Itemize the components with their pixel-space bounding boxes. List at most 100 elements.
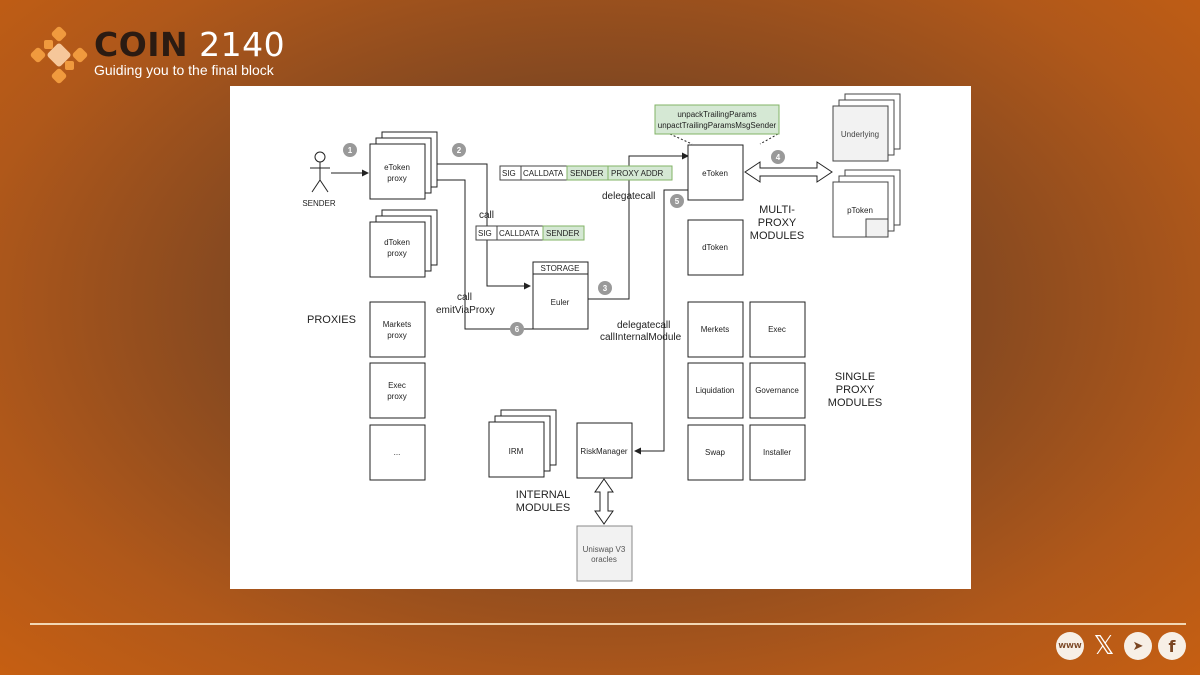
call-internal-label: callInternalModule bbox=[600, 332, 682, 343]
module-box bbox=[687, 362, 744, 419]
etoken-module-label: eToken bbox=[702, 169, 728, 178]
brand-tagline: Guiding you to the final block bbox=[94, 62, 274, 78]
step-badge bbox=[452, 143, 466, 157]
facebook-icon[interactable]: f bbox=[1158, 632, 1186, 660]
trailing-params-label: unpackTrailingParams bbox=[677, 110, 756, 119]
step-badge bbox=[510, 322, 524, 336]
underlying-box bbox=[832, 105, 889, 162]
module-label-markets: Merkets bbox=[701, 325, 729, 334]
svg-text:unpactTrailingParamsMsgSender: unpactTrailingParamsMsgSender bbox=[658, 121, 777, 130]
svg-text:MODULES: MODULES bbox=[828, 397, 882, 409]
ellipsis-proxy-box bbox=[369, 424, 426, 481]
euler-storage-box bbox=[532, 261, 589, 330]
website-icon[interactable]: WWW bbox=[1056, 632, 1084, 660]
sender-label: SENDER bbox=[302, 199, 336, 208]
exec-proxy-box bbox=[369, 362, 426, 419]
module-label-governance: Governance bbox=[755, 386, 799, 395]
svg-text:PROXY: PROXY bbox=[836, 384, 875, 396]
footer-divider bbox=[30, 623, 1186, 625]
etoken-proxy-label: eToken bbox=[384, 163, 410, 172]
svg-text:proxy: proxy bbox=[387, 331, 407, 340]
svg-text:proxy: proxy bbox=[387, 392, 407, 401]
etoken-proxy-box bbox=[369, 143, 426, 200]
emit-label: emitViaProxy bbox=[436, 305, 495, 316]
module-box bbox=[749, 362, 806, 419]
risk-manager-label: RiskManager bbox=[580, 447, 627, 456]
uniswap-label: Uniswap V3 bbox=[583, 545, 626, 554]
brand-header: COIN 2140 Guiding you to the final block bbox=[30, 24, 290, 84]
ptoken-box bbox=[832, 181, 889, 238]
irm-box bbox=[488, 421, 545, 478]
markets-proxy-label: Markets bbox=[383, 320, 411, 329]
calldata-bar-short: SIG CALLDATA SENDER bbox=[475, 225, 585, 241]
svg-text:MODULES: MODULES bbox=[750, 230, 804, 242]
svg-text:oracles: oracles bbox=[591, 555, 617, 564]
risk-manager-box bbox=[576, 422, 633, 479]
delegatecall-label: delegatecall bbox=[602, 191, 655, 202]
internal-call-arrow bbox=[634, 189, 688, 455]
underlying-label: Underlying bbox=[841, 130, 879, 139]
social-links: WWW 𝕏 ➤ f bbox=[1056, 631, 1186, 664]
etoken-module-box bbox=[687, 144, 744, 201]
module-label-liquidation: Liquidation bbox=[696, 386, 735, 395]
dtoken-module-label: dToken bbox=[702, 243, 728, 252]
diagram-panel: SENDER eToken proxy dToken proxy Markets… bbox=[230, 86, 971, 589]
single-proxy-label: SINGLE bbox=[835, 371, 875, 383]
call-label: call bbox=[479, 210, 494, 221]
euler-architecture-diagram: SENDER eToken proxy dToken proxy Markets… bbox=[302, 93, 901, 582]
svg-text:SENDER: SENDER bbox=[546, 229, 580, 238]
exec-proxy-label: Exec bbox=[388, 381, 406, 390]
calldata-bar-full: SIG CALLDATA SENDER PROXY ADDR bbox=[499, 165, 673, 181]
emit-arrow bbox=[427, 176, 533, 330]
step-number: 4 bbox=[776, 153, 781, 162]
call-arrow bbox=[426, 163, 531, 290]
module-box bbox=[687, 424, 744, 481]
etoken-ptoken-arrow bbox=[744, 161, 833, 183]
x-twitter-icon[interactable]: 𝕏 bbox=[1093, 631, 1115, 661]
module-box bbox=[687, 301, 744, 358]
step-badge bbox=[343, 143, 357, 157]
euler-label: Euler bbox=[551, 298, 570, 307]
step-number: 6 bbox=[515, 325, 520, 334]
module-box bbox=[749, 301, 806, 358]
module-label-installer: Installer bbox=[763, 448, 791, 457]
multi-proxy-label: MULTI- bbox=[759, 204, 795, 216]
svg-text:PROXY ADDR: PROXY ADDR bbox=[611, 169, 664, 178]
module-label-swap: Swap bbox=[705, 448, 726, 457]
uniswap-oracles-box bbox=[576, 525, 633, 582]
svg-text:MODULES: MODULES bbox=[516, 502, 570, 514]
svg-text:CALLDATA: CALLDATA bbox=[499, 229, 540, 238]
telegram-icon[interactable]: ➤ bbox=[1124, 632, 1152, 660]
brand-name: COIN 2140 bbox=[94, 25, 286, 64]
svg-text:SIG: SIG bbox=[502, 169, 516, 178]
proxies-label: PROXIES bbox=[307, 314, 356, 326]
dtoken-module-box bbox=[687, 219, 744, 276]
step-badge bbox=[771, 150, 785, 164]
call2-label: call bbox=[457, 292, 472, 303]
internal-modules-label: INTERNAL bbox=[516, 489, 570, 501]
delegatecall2-label: delegatecall bbox=[617, 320, 670, 331]
irm-label: IRM bbox=[509, 447, 524, 456]
svg-text:SENDER: SENDER bbox=[570, 169, 604, 178]
storage-label: STORAGE bbox=[541, 264, 580, 273]
svg-text:PROXY: PROXY bbox=[758, 217, 797, 229]
ellipsis-label: ... bbox=[394, 448, 401, 457]
delegatecall-arrow bbox=[588, 152, 689, 300]
step-number: 3 bbox=[603, 284, 608, 293]
svg-text:proxy: proxy bbox=[387, 249, 407, 258]
module-box bbox=[749, 424, 806, 481]
step-number: 1 bbox=[348, 146, 353, 155]
trailing-params-box bbox=[654, 104, 780, 135]
risk-oracle-arrow bbox=[594, 478, 614, 525]
step-badge bbox=[598, 281, 612, 295]
step-number: 2 bbox=[457, 146, 462, 155]
ptoken-label: pToken bbox=[847, 206, 873, 215]
sender-actor bbox=[310, 151, 330, 193]
dtoken-proxy-box bbox=[369, 221, 426, 278]
svg-text:proxy: proxy bbox=[387, 174, 407, 183]
coin-logo-icon bbox=[30, 26, 88, 84]
dtoken-proxy-label: dToken bbox=[384, 238, 410, 247]
step-badge bbox=[670, 194, 684, 208]
svg-text:CALLDATA: CALLDATA bbox=[523, 169, 564, 178]
step-number: 5 bbox=[675, 197, 680, 206]
